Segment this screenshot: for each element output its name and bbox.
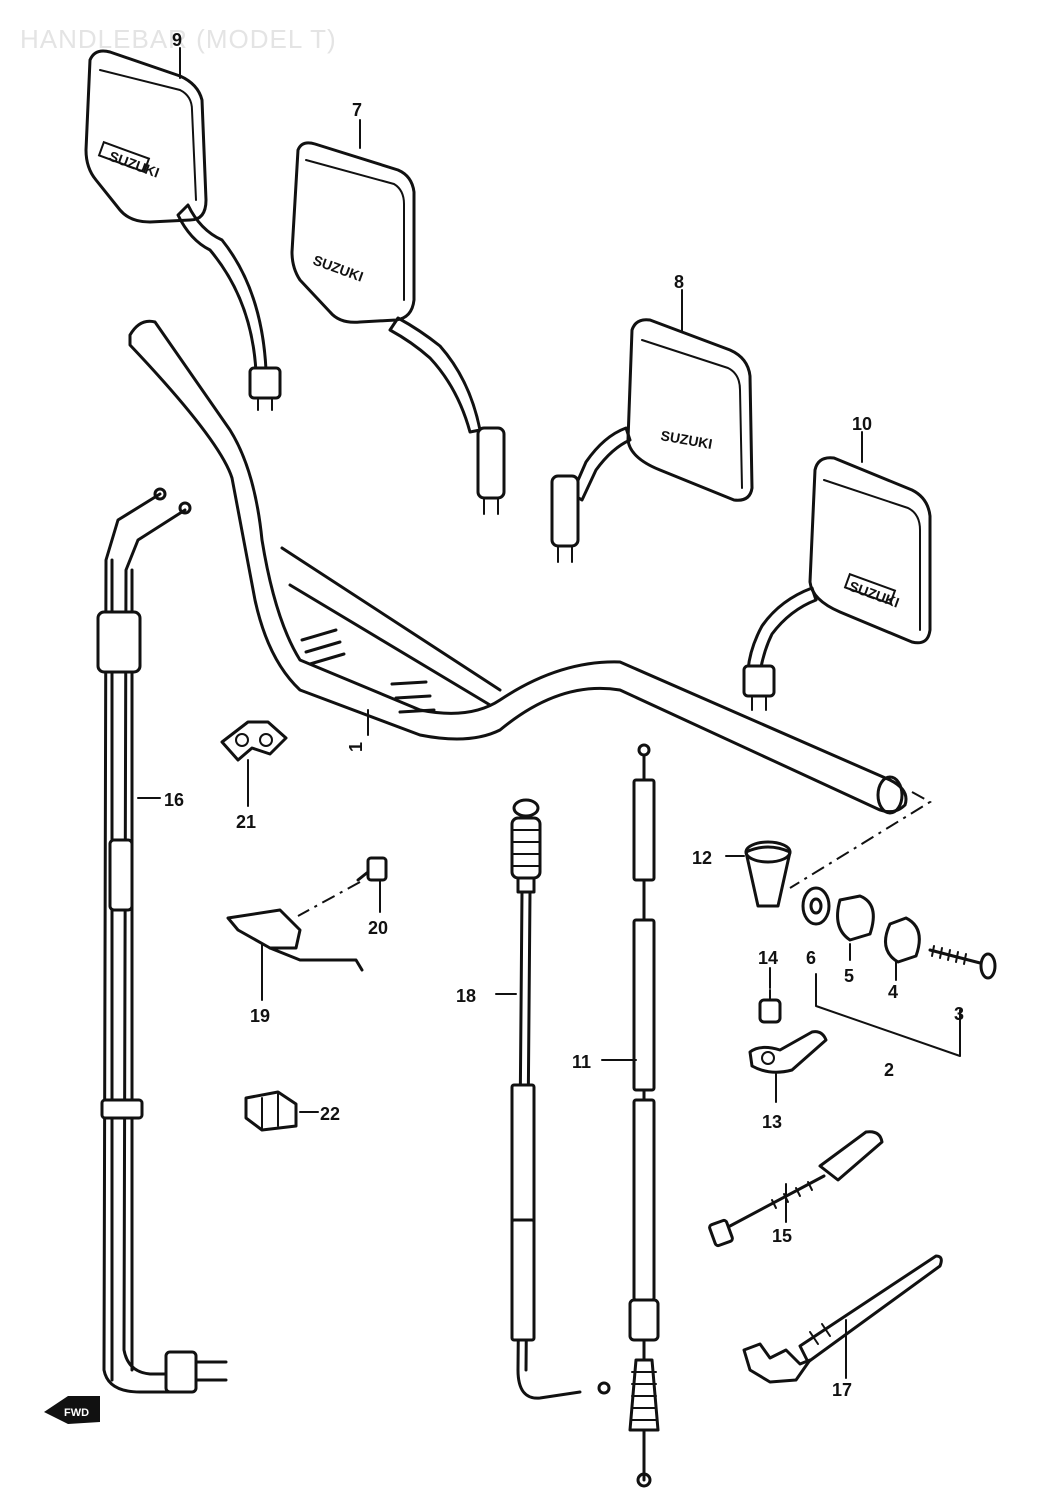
- clamp-22[interactable]: [244, 1090, 298, 1132]
- part-label-5: 5: [844, 966, 854, 986]
- part-label-16: 16: [164, 790, 184, 810]
- choke-cable[interactable]: [510, 798, 611, 1400]
- part-label-10: 10: [852, 414, 872, 434]
- mirror-left-upper[interactable]: [84, 49, 282, 411]
- clamp-13[interactable]: [748, 1030, 828, 1074]
- part-label-2: 2: [884, 1060, 894, 1080]
- part-label-22: 22: [320, 1104, 340, 1124]
- part-label-8: 8: [674, 272, 684, 292]
- part-label-9: 9: [172, 30, 182, 50]
- part-labels: 1 2 3 4 5 6 7 8 9 10 11 12 13 14 15 16 1…: [164, 30, 964, 1400]
- balancer-4[interactable]: [884, 916, 921, 964]
- throttle-cable-set[interactable]: [96, 487, 228, 1394]
- throttle-tube-17[interactable]: [742, 1254, 943, 1384]
- part-label-21: 21: [236, 812, 256, 832]
- front-direction-arrow-icon: FWD: [44, 1396, 100, 1424]
- part-label-19: 19: [250, 1006, 270, 1026]
- mirror-right-upper[interactable]: [742, 456, 932, 711]
- part-label-4: 4: [888, 982, 898, 1002]
- part-label-1: 1: [346, 742, 366, 752]
- screw-3[interactable]: [928, 945, 997, 980]
- part-label-6: 6: [806, 948, 816, 968]
- grip-rubber-12[interactable]: [744, 840, 792, 908]
- handlebar[interactable]: [128, 319, 908, 815]
- part-label-15: 15: [772, 1226, 792, 1246]
- front-arrow-text: FWD: [64, 1407, 89, 1419]
- switch-bracket-19[interactable]: [226, 908, 364, 972]
- part-label-14: 14: [758, 948, 778, 968]
- diagram-title: HANDLEBAR (MODEL T): [20, 24, 337, 54]
- part-label-3: 3: [954, 1004, 964, 1024]
- part-label-17: 17: [832, 1380, 852, 1400]
- mirror-left-lower[interactable]: [290, 141, 506, 515]
- part-label-18: 18: [456, 986, 476, 1006]
- mirror-right-lower[interactable]: [550, 318, 754, 563]
- part-label-13: 13: [762, 1112, 782, 1132]
- part-label-7: 7: [352, 100, 362, 120]
- part-label-12: 12: [692, 848, 712, 868]
- assembly-line: [789, 791, 932, 889]
- clutch-cable[interactable]: [628, 743, 660, 1488]
- bracket-2-line: [815, 973, 961, 1057]
- part-label-11: 11: [572, 1052, 591, 1072]
- balancer-5[interactable]: [836, 894, 875, 942]
- throttle-grip-15[interactable]: [708, 1130, 884, 1248]
- screw-14[interactable]: [758, 989, 782, 1024]
- cable-clamp-21[interactable]: [220, 720, 288, 762]
- washer-6[interactable]: [801, 886, 831, 926]
- bolt-20[interactable]: [297, 856, 388, 917]
- part-label-20: 20: [368, 918, 388, 938]
- leader-lines: [137, 47, 897, 1379]
